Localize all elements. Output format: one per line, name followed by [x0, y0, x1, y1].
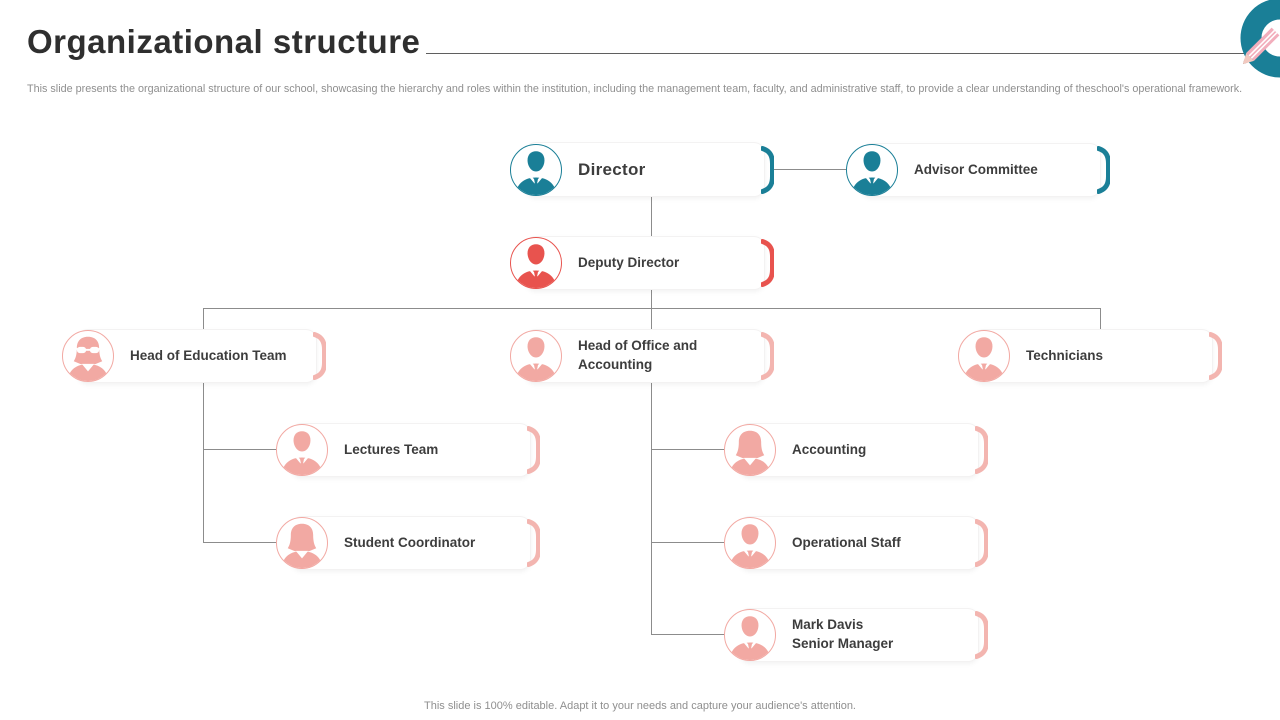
org-node-lectures-team[interactable]: Lectures Team: [276, 424, 540, 476]
bracket-accent-icon: [1209, 332, 1222, 380]
connector-line: [652, 449, 724, 450]
connector-line: [651, 196, 652, 237]
node-label: Student Coordinator: [344, 534, 476, 550]
node-box: [740, 609, 978, 661]
connector-line: [651, 309, 652, 332]
corner-ring-pencil-decoration: [1240, 0, 1280, 78]
person-male-icon: [510, 143, 562, 196]
bracket-accent-icon: [1097, 146, 1110, 194]
node-box: [526, 237, 764, 289]
bracket-accent-icon: [761, 239, 774, 287]
org-node-operational-staff[interactable]: Operational Staff: [724, 517, 988, 569]
node-box: [740, 517, 978, 569]
node-label: Lectures Team: [344, 441, 439, 457]
node-box: [526, 143, 764, 196]
person-female-icon: [724, 424, 776, 476]
org-node-director[interactable]: Director: [510, 143, 774, 196]
slide-subtitle: This slide presents the organizational s…: [27, 83, 1243, 95]
node-label: Director: [578, 159, 646, 179]
bracket-accent-icon: [761, 146, 774, 194]
bracket-accent-icon: [313, 332, 326, 380]
connector-line: [203, 309, 204, 332]
person-name: Mark Davis: [792, 617, 864, 633]
node-label: Technicians: [1026, 347, 1104, 363]
node-label: Head of Education Team: [130, 347, 287, 363]
node-label: Advisor Committee: [914, 161, 1038, 177]
person-male-icon: [276, 424, 328, 476]
bracket-accent-icon: [527, 519, 540, 567]
person-male-icon: [958, 330, 1010, 382]
slide-footer-note: This slide is 100% editable. Adapt it to…: [424, 700, 856, 712]
org-node-senior-manager[interactable]: Mark Davis Senior Manager: [724, 609, 988, 661]
bracket-accent-icon: [527, 426, 540, 474]
node-box: [974, 330, 1212, 382]
person-male-icon: [510, 330, 562, 382]
bracket-accent-icon: [975, 611, 988, 659]
bracket-accent-icon: [975, 426, 988, 474]
org-node-accounting[interactable]: Accounting: [724, 424, 988, 476]
org-node-advisor-committee[interactable]: Advisor Committee: [846, 144, 1110, 196]
node-label: Head of Office and Accounting: [578, 338, 698, 372]
node-label: Deputy Director: [578, 254, 680, 270]
person-female-glasses-icon: [62, 330, 114, 382]
person-male-icon: [846, 144, 898, 196]
connector-line: [1100, 309, 1101, 332]
node-box: [78, 330, 316, 382]
connector-line: [204, 449, 276, 450]
org-node-student-coordinator[interactable]: Student Coordinator: [276, 517, 540, 569]
node-label: Mark Davis Senior Manager: [792, 609, 964, 661]
page-title: Organizational structure: [27, 23, 421, 60]
org-node-technicians[interactable]: Technicians: [958, 330, 1222, 382]
bracket-accent-icon: [761, 332, 774, 380]
node-box: [292, 424, 530, 476]
org-node-head-education-team[interactable]: Head of Education Team: [62, 330, 326, 382]
connector-line: [774, 169, 846, 170]
slide-header: Organizational structure: [27, 23, 1280, 60]
pencil-icon: [1243, 27, 1280, 64]
node-box: [740, 424, 978, 476]
connector-line: [652, 634, 724, 635]
node-box: [292, 517, 530, 569]
connector-line: [651, 289, 652, 309]
person-male-icon: [724, 517, 776, 569]
connector-line: [204, 542, 276, 543]
connector-line: [652, 542, 724, 543]
node-box: [862, 144, 1100, 196]
title-underline-rule: [426, 53, 1246, 55]
person-male-icon: [510, 237, 562, 289]
connector-line: [203, 308, 1101, 309]
person-male-icon: [724, 609, 776, 661]
connector-line: [651, 382, 652, 635]
node-label: Accounting: [792, 441, 867, 457]
node-label: Operational Staff: [792, 534, 901, 550]
teal-ring-icon: [1240, 0, 1280, 78]
org-node-head-office-accounting[interactable]: Head of Office and Accounting: [510, 330, 774, 382]
node-box: [526, 330, 764, 382]
connector-line: [203, 382, 204, 543]
person-female-icon: [276, 517, 328, 569]
bracket-accent-icon: [975, 519, 988, 567]
person-title: Senior Manager: [792, 636, 894, 651]
org-node-deputy-director[interactable]: Deputy Director: [510, 237, 774, 289]
